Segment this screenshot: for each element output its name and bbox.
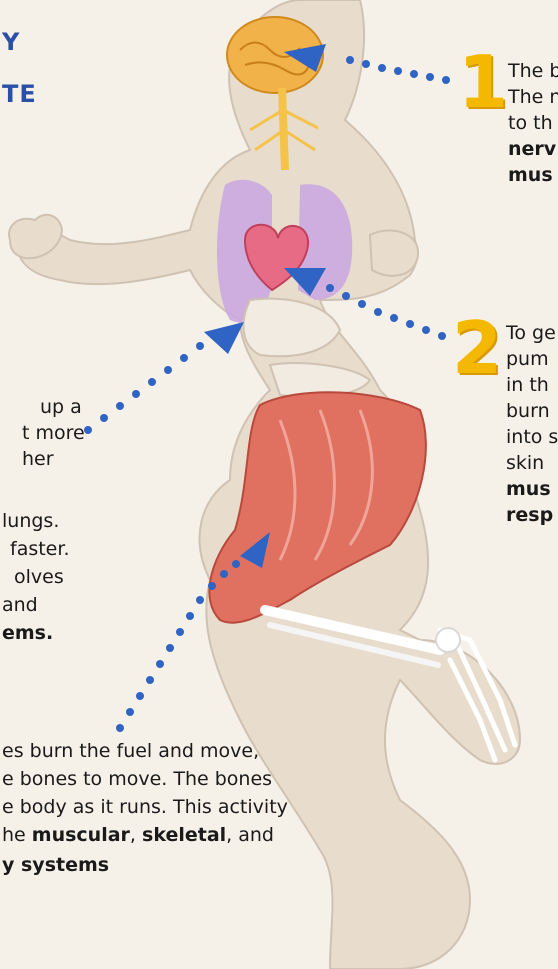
bottom-line4-e: , and [226, 824, 274, 846]
left-line3: her [22, 446, 54, 472]
left-line2: t more [22, 420, 85, 446]
step2-line8-bold: resp [506, 504, 553, 526]
bottom-line4-a: he [2, 824, 32, 846]
step2-line7-bold: mus [506, 478, 551, 500]
step2-line3: in th [506, 372, 549, 398]
bottom-line3: e body as it runs. This activity [2, 794, 288, 820]
bottom-line2: e bones to move. The bones [2, 766, 272, 792]
step2-line5: into s [506, 424, 558, 450]
heading-line1: Y [2, 28, 20, 56]
step2-line7: mus [506, 476, 551, 502]
step2-line1: To ge [506, 320, 556, 346]
bottom-line4-skeletal: skeletal [142, 824, 226, 846]
step1-line4-bold: nerv [508, 138, 556, 160]
step1-line1: The b [508, 58, 558, 84]
step1-line3: to th [508, 110, 553, 136]
left-line9: ems. [2, 620, 53, 646]
step1-number: 1 [458, 46, 508, 118]
step2-line4: burn [506, 398, 550, 424]
heading-line2: TE [2, 80, 37, 108]
left-line6: faster. [10, 536, 69, 562]
left-line1: up a [40, 394, 82, 420]
step2-line2: pum [506, 346, 549, 372]
left-line5: lungs. [2, 508, 59, 534]
pointer-lungs [84, 322, 244, 434]
bottom-line5-bold: y systems [2, 854, 109, 876]
step1-line5-bold: mus [508, 164, 553, 186]
bottom-line4-c: , [130, 824, 142, 846]
bottom-line5: y systems [2, 852, 109, 878]
step2-line6: skin [506, 450, 544, 476]
step2-number: 2 [452, 312, 502, 384]
step1-line5: mus [508, 162, 553, 188]
bottom-line4: he muscular, skeletal, and [2, 822, 274, 848]
left-line7: olves [14, 564, 64, 590]
step1-line2: The n [508, 84, 558, 110]
step1-line4: nerv [508, 136, 556, 162]
bottom-line1: es burn the fuel and move, [2, 738, 259, 764]
left-line8: and [2, 592, 38, 618]
left-line9-bold: ems. [2, 622, 53, 644]
step2-line8: resp [506, 502, 553, 528]
bottom-line4-muscular: muscular [32, 824, 130, 846]
